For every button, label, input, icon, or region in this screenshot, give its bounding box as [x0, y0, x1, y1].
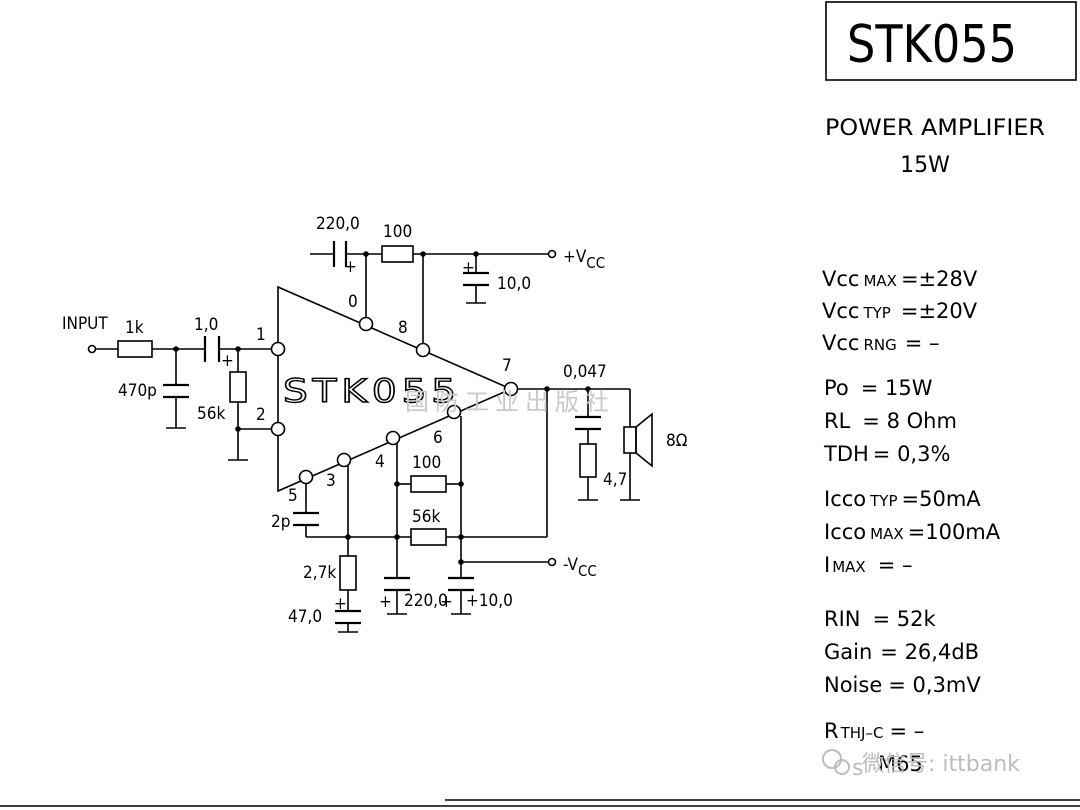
- svg-text:+: +: [221, 351, 234, 371]
- svg-text:+: +: [334, 594, 347, 614]
- pin-numbers: 1 2 0 8 7 6 4 3 5: [256, 292, 512, 506]
- c-0047-label: 0,047: [563, 362, 607, 382]
- c-boot-label: 220,0: [316, 214, 360, 234]
- component-labels: INPUT 1k 1,0 470p 56k 220,0 100 +VCC 10,…: [62, 214, 688, 627]
- spec-case: M65: [878, 752, 923, 776]
- description-line-2: 15W: [900, 153, 950, 178]
- spec-rl: RL= 8 Ohm: [824, 409, 957, 433]
- pin-number: 3: [326, 471, 336, 491]
- c-2p-label: 2p: [271, 512, 290, 532]
- input-terminal: [87, 344, 97, 354]
- svg-text:+: +: [440, 592, 453, 612]
- account-watermark-tail: s: [852, 756, 863, 781]
- c-in-label: 1,0: [194, 315, 218, 335]
- speaker-label: 8Ω: [666, 431, 688, 451]
- capacitors: [163, 241, 601, 625]
- r-100-fb-label: 100: [412, 453, 441, 473]
- resistors: [117, 245, 597, 591]
- pin-number: 2: [256, 405, 266, 425]
- account-watermark: s 微信号: ittbank: [822, 749, 1020, 781]
- pin-number: 5: [288, 486, 298, 506]
- wiring: [96, 253, 640, 633]
- svg-text:+: +: [344, 257, 357, 277]
- svg-text:+: +: [462, 258, 475, 278]
- pin-number: 4: [375, 452, 385, 472]
- c-10-top-label: 10,0: [497, 274, 531, 294]
- spec-rin: RIN= 52k: [824, 607, 936, 631]
- wechat-icon: [822, 749, 842, 769]
- input-label: INPUT: [62, 314, 108, 334]
- svg-text:+: +: [379, 592, 392, 612]
- r-56k-fb-label: 56k: [412, 507, 440, 527]
- vcc-pos-label: +VCC: [563, 247, 605, 272]
- polarity-marks: + + + + + +: [221, 257, 475, 614]
- vcc-neg-label: -VCC: [563, 555, 597, 580]
- r-47-label: 4,7: [603, 470, 627, 490]
- pin-number: 0: [348, 292, 358, 312]
- c-220-bot-label: 220,0: [404, 591, 448, 611]
- c-47-label: 47,0: [288, 607, 322, 627]
- junction-dots: [173, 251, 591, 565]
- pin-number: 8: [398, 318, 408, 338]
- spec-noise: Noise= 0,3mV: [824, 673, 981, 697]
- speaker-symbol: [623, 412, 653, 468]
- pin-number: 1: [256, 325, 266, 345]
- r-in-label: 1k: [125, 318, 144, 338]
- chip-pins: [270, 316, 519, 485]
- chip-label: STK055: [283, 372, 461, 410]
- c-10-bot-label: +10,0: [466, 591, 513, 611]
- pin-number: 7: [502, 356, 512, 376]
- pin-number: 6: [433, 428, 443, 448]
- r-27k-label: 2,7k: [303, 563, 336, 583]
- description-line-1: POWER AMPLIFIER: [825, 116, 1045, 141]
- r-100-top-label: 100: [383, 222, 412, 242]
- spec-tdh: TDH= 0,3%: [823, 442, 950, 466]
- account-watermark-text: 微信号: ittbank: [862, 752, 1020, 777]
- vcc-pos-terminal: [547, 249, 557, 259]
- vcc-neg-terminal: [547, 557, 557, 567]
- publisher-watermark: 国防工业出版社: [405, 388, 615, 416]
- part-number-title: STK055: [847, 15, 1017, 75]
- c-470p-label: 470p: [118, 381, 157, 401]
- spec-po: Po= 15W: [824, 376, 933, 400]
- r-56k-bias-label: 56k: [197, 404, 225, 424]
- spec-gain: Gain= 26,4dB: [824, 640, 979, 664]
